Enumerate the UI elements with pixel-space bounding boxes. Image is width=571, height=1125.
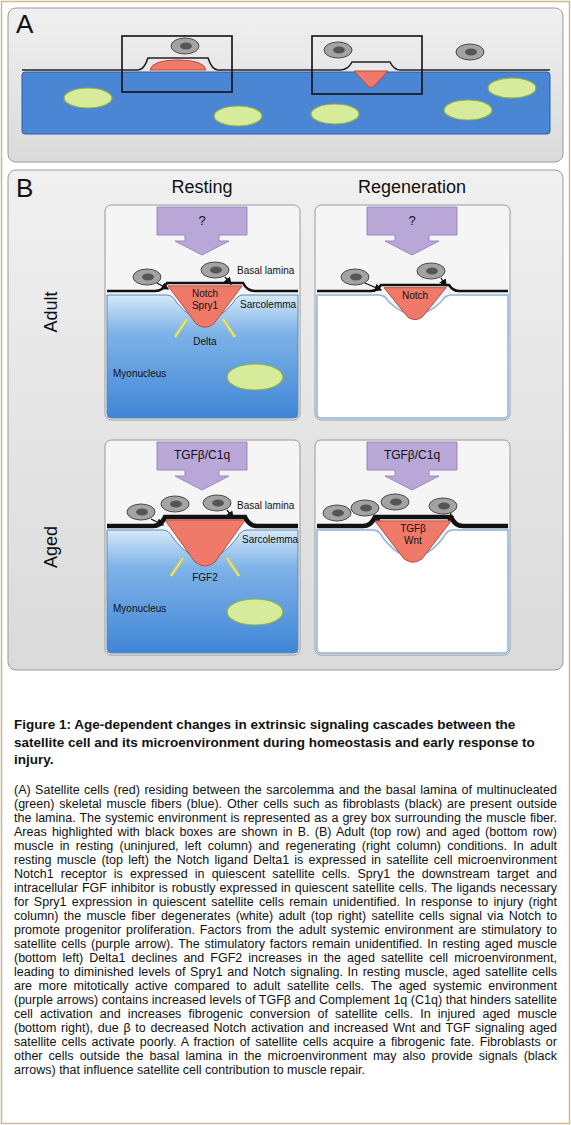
use-shape — [381, 494, 409, 510]
outline — [367, 442, 457, 490]
myonucleus — [311, 104, 359, 124]
use-shape — [227, 364, 283, 390]
part-label: Basal lamina — [237, 500, 294, 511]
signal-label: TGFβ/C1q — [384, 449, 440, 463]
line-shape — [151, 519, 163, 525]
signal-label: ? — [198, 214, 205, 229]
panel-letter: A — [16, 10, 33, 39]
cell-label: Spry1 — [192, 300, 218, 312]
use-shape — [227, 599, 283, 625]
outline — [384, 288, 446, 320]
part-label: Basal lamina — [237, 265, 294, 276]
panel-letter: B — [16, 174, 33, 203]
use-shape — [323, 505, 351, 521]
use-shape — [429, 498, 457, 514]
text-column: TGFβ/C1q — [157, 442, 247, 470]
use-shape — [127, 504, 155, 520]
caption-block: Figure 1: Age-dependent changes in extri… — [14, 716, 557, 1077]
muscle-fiber — [22, 72, 550, 134]
line-shape — [225, 277, 231, 284]
outline — [168, 286, 242, 327]
text-column: ? — [367, 207, 457, 235]
text-column: TGFβ/C1q — [367, 442, 457, 470]
part-label: Delta — [193, 336, 216, 347]
use-shape — [341, 269, 369, 285]
signal-arrow: TGFβ/C1q — [367, 442, 457, 490]
aged-resting-panel — [105, 440, 300, 655]
text-column: TGFβWnt — [375, 520, 451, 546]
line-shape — [365, 283, 381, 290]
text-column: Notch — [384, 287, 446, 302]
part-label: Myonucleus — [113, 603, 166, 614]
line-shape — [441, 278, 446, 286]
adult-resting-panel — [105, 205, 300, 420]
use-shape — [417, 263, 445, 279]
myonucleus — [64, 88, 112, 108]
adult-regeneration-panel — [315, 205, 510, 420]
part-label: Sarcolemma — [240, 299, 296, 310]
figure-caption: (A) Satellite cells (red) residing betwe… — [14, 783, 557, 1077]
fibroblast — [324, 42, 352, 58]
rect-shape — [105, 205, 300, 420]
signal-label: ? — [408, 214, 415, 229]
myonucleus — [444, 100, 492, 120]
satellite-cell — [165, 520, 245, 566]
use-shape — [161, 496, 189, 512]
aged-regeneration-panel — [315, 440, 510, 655]
rect-shape — [315, 440, 510, 655]
outline — [157, 442, 247, 490]
satellite-cell — [150, 60, 206, 70]
heading-label: Regeneration — [358, 178, 466, 198]
outline — [367, 207, 457, 255]
highlight-box — [312, 36, 422, 94]
cell-label: TGFβ — [400, 523, 426, 535]
use-shape — [203, 495, 231, 511]
highlight-box — [122, 36, 232, 92]
signal-arrow: TGFβ/C1q — [157, 442, 247, 490]
signal-label: TGFβ/C1q — [174, 449, 230, 463]
satellite-cell: NotchSpry1 — [168, 285, 242, 329]
use-shape — [351, 500, 379, 516]
part-label: FGF2 — [192, 572, 218, 583]
fibroblast — [171, 38, 199, 54]
myonucleus — [214, 106, 262, 126]
figure-title: Figure 1: Age-dependent changes in extri… — [14, 716, 557, 769]
part-label: Sarcolemma — [242, 534, 298, 545]
rect-shape — [315, 205, 510, 420]
rect-shape — [105, 440, 300, 655]
text-column: ? — [157, 207, 247, 235]
outline — [157, 207, 247, 255]
signal-arrow: ? — [157, 207, 247, 255]
satellite-cell: Notch — [384, 287, 446, 321]
use-shape — [201, 262, 229, 278]
part-label: Myonucleus — [113, 368, 166, 379]
outline — [375, 521, 451, 562]
cell-label: Wnt — [404, 535, 422, 547]
heading-label: Adult — [42, 291, 62, 332]
cell-label: Notch — [192, 288, 218, 300]
heading-label: Resting — [171, 178, 232, 198]
satellite-cell: TGFβWnt — [375, 520, 451, 564]
line-shape — [227, 510, 233, 518]
heading-label: Aged — [42, 526, 62, 568]
text-column: NotchSpry1 — [168, 285, 242, 311]
line-shape — [157, 283, 168, 289]
use-shape — [133, 269, 161, 285]
cell-label: Notch — [402, 290, 428, 302]
fibroblast — [456, 44, 484, 60]
myonucleus — [488, 78, 536, 98]
systemic-environment — [8, 8, 563, 162]
satellite-cell — [354, 71, 388, 88]
panel-background — [8, 170, 563, 670]
signal-arrow: ? — [367, 207, 457, 255]
